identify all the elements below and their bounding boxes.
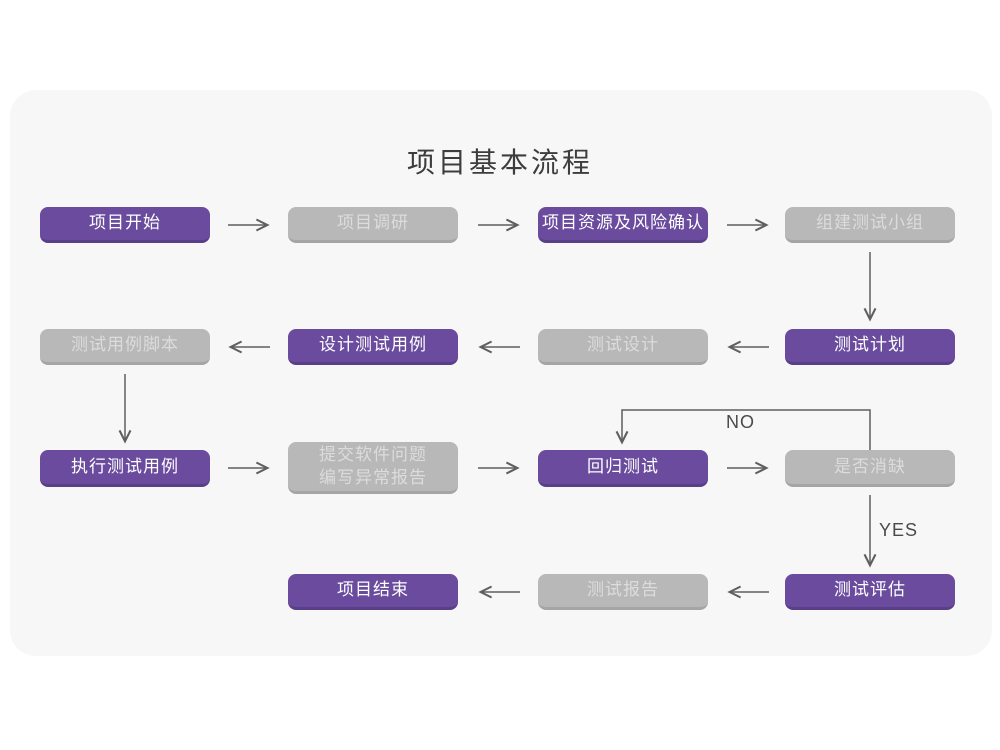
edge-label-no: NO (726, 412, 755, 432)
node-project-research: 项目调研 (288, 207, 458, 243)
node-project-resources-risk: 项目资源及风险确认 (538, 207, 708, 243)
node-project-start: 项目开始 (40, 207, 210, 243)
page-title: 项目基本流程 (406, 147, 593, 178)
edge-label-yes: YES (879, 520, 919, 540)
flowchart-card (10, 90, 992, 656)
node-test-design: 测试设计 (538, 329, 708, 365)
node-test-case-script: 测试用例脚本 (40, 329, 210, 365)
node-test-evaluation: 测试评估 (785, 574, 955, 610)
node-defect-cleared: 是否消缺 (785, 450, 955, 487)
node-project-end: 项目结束 (288, 574, 458, 610)
node-form-test-team: 组建测试小组 (785, 207, 955, 243)
node-execute-test-cases: 执行测试用例 (40, 450, 210, 487)
node-test-plan: 测试计划 (785, 329, 955, 365)
node-test-report: 测试报告 (538, 574, 708, 610)
node-design-test-cases: 设计测试用例 (288, 329, 458, 365)
node-submit-issues-report: 提交软件问题 编写异常报告 (288, 442, 458, 494)
node-regression-test: 回归测试 (538, 450, 708, 487)
